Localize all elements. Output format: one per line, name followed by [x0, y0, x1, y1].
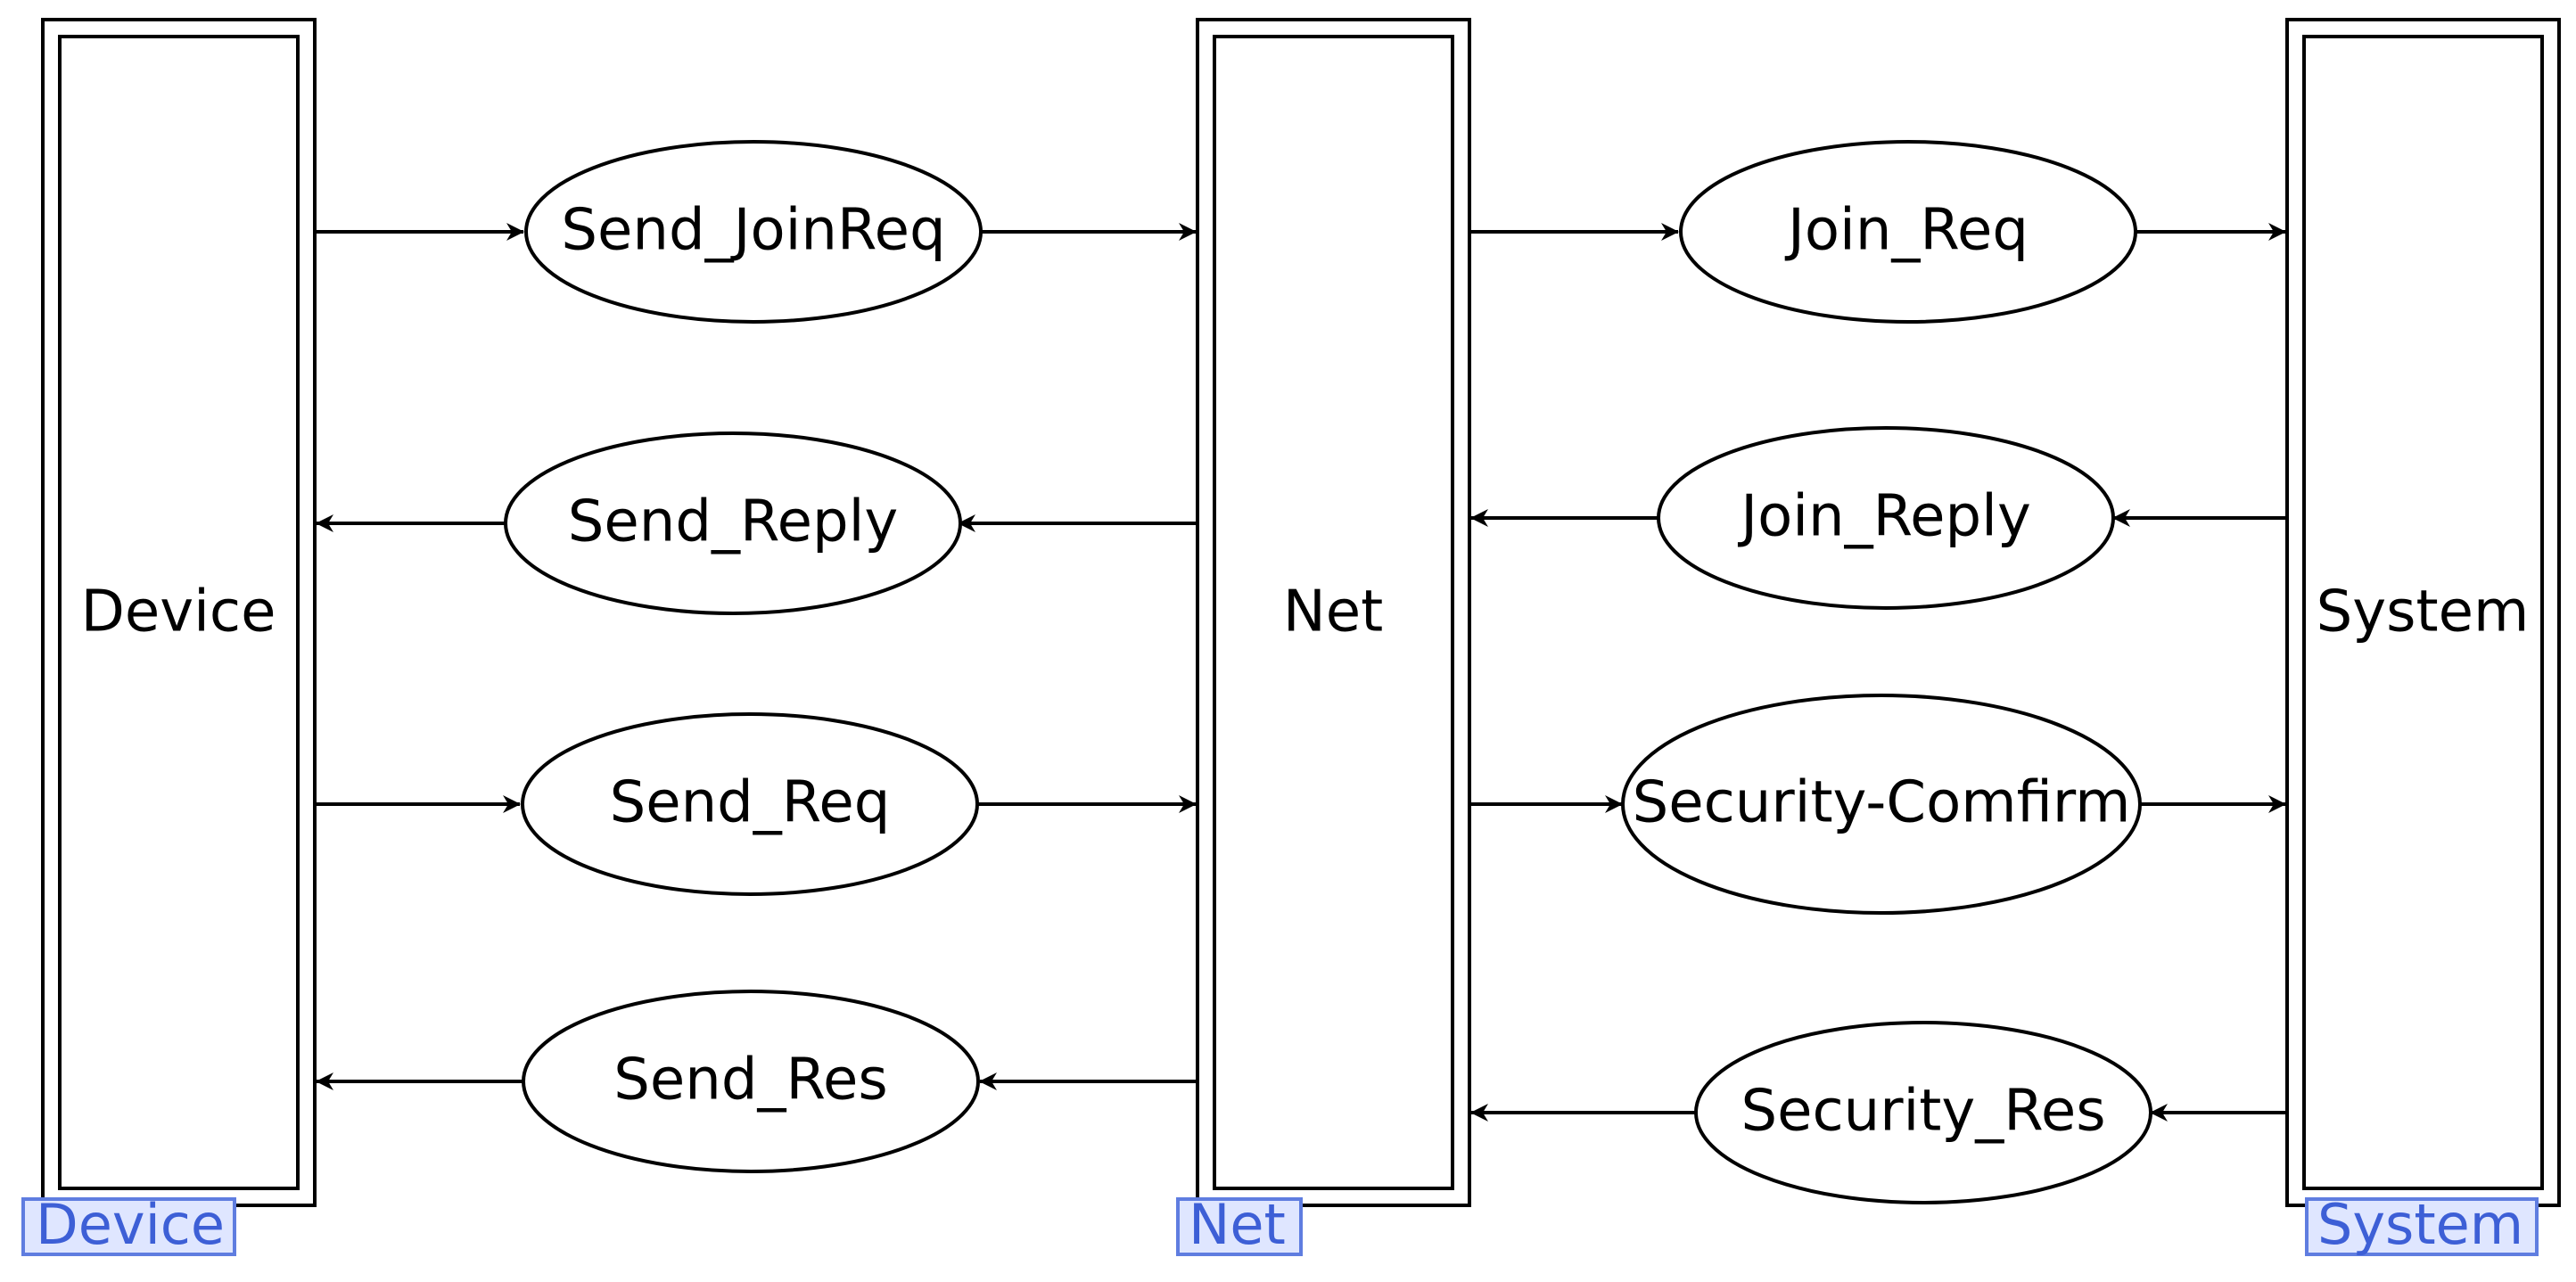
entity-device[interactable]: Device	[41, 18, 317, 1207]
entity-net[interactable]: Net	[1196, 18, 1471, 1207]
tag-net[interactable]: Net	[1176, 1192, 1303, 1257]
message-join-reply[interactable]: Join_Reply	[1470, 426, 2287, 610]
tag-system-text: System	[2317, 1192, 2523, 1257]
message-security-res[interactable]: Security_Res	[1470, 1021, 2287, 1204]
message-join-req[interactable]: Join_Req	[1469, 140, 2286, 324]
tag-net-box	[1176, 1197, 1303, 1256]
net-label: Net	[1283, 579, 1383, 645]
send-reply-label: Send_Reply	[568, 489, 898, 555]
tag-device[interactable]: Device	[21, 1192, 236, 1257]
security-res-label: Security_Res	[1741, 1079, 2105, 1145]
send-joinreq-label: Send_JoinReq	[561, 198, 945, 264]
message-security-comfirm[interactable]: Security-Comfirm	[1469, 694, 2286, 915]
tag-device-box	[21, 1197, 236, 1256]
tag-device-text: Device	[36, 1192, 225, 1257]
device-label: Device	[81, 579, 276, 645]
message-send-res[interactable]: Send_Res	[316, 990, 1197, 1173]
send-req-label: Send_Req	[610, 770, 891, 836]
tag-system[interactable]: System	[2305, 1192, 2539, 1257]
entity-system[interactable]: System	[2285, 18, 2561, 1207]
message-send-joinreq[interactable]: Send_JoinReq	[315, 140, 1197, 324]
system-label: System	[2317, 579, 2530, 645]
message-send-req[interactable]: Send_Req	[315, 712, 1197, 896]
message-send-reply[interactable]: Send_Reply	[316, 431, 1197, 615]
send-res-label: Send_Res	[613, 1048, 888, 1114]
tag-net-text: Net	[1189, 1192, 1286, 1257]
join-req-label: Join_Req	[1784, 198, 2029, 264]
join-reply-label: Join_Reply	[1737, 484, 2031, 550]
security-comfirm-label: Security-Comfirm	[1633, 770, 2131, 836]
tag-system-box	[2305, 1197, 2539, 1256]
